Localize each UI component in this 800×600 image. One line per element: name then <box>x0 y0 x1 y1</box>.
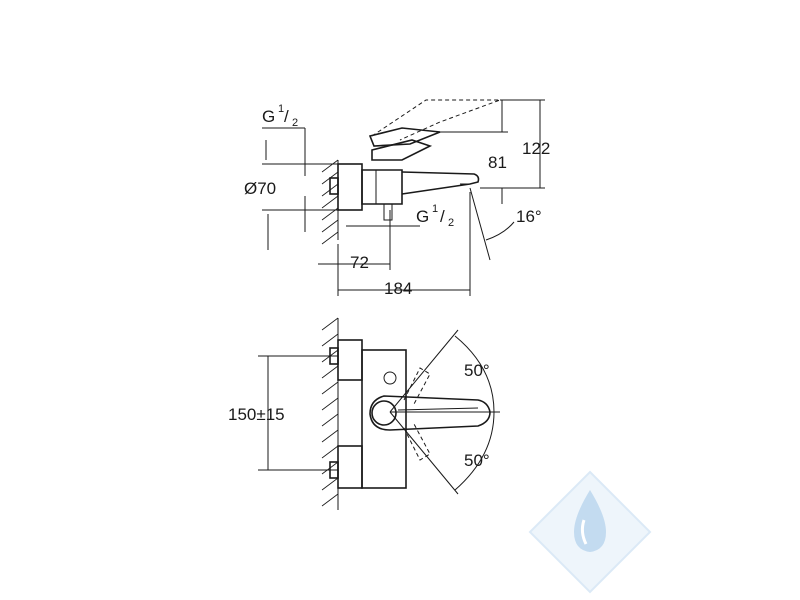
dimension-184: 184 <box>338 192 471 298</box>
angle-lower-label: 50° <box>464 451 490 470</box>
lever <box>371 139 433 161</box>
dimension-122: 122 81 <box>440 99 550 204</box>
dim-72-label: 72 <box>350 253 369 272</box>
thread-bottom-slash: / <box>440 207 445 226</box>
thread-bottom-den: 2 <box>448 217 454 229</box>
lever-handle <box>368 127 441 147</box>
thread-top-slash: / <box>284 107 289 126</box>
thread-top: G 1 / 2 <box>262 103 306 176</box>
diameter-label: Ø70 <box>244 179 276 198</box>
spout <box>401 171 480 195</box>
angle-16-label: 16° <box>516 207 542 226</box>
thread-top-den: 2 <box>292 117 298 129</box>
dimension-diameter: Ø70 <box>244 163 338 250</box>
wall-top <box>321 317 339 510</box>
lever-top <box>369 395 491 431</box>
upper-escutcheon <box>337 339 363 381</box>
diverter-knob <box>383 203 393 221</box>
angle-16: 16° <box>469 187 542 261</box>
diverter-knob-top <box>383 371 397 385</box>
mixer-body-top <box>361 349 407 489</box>
wall-fitting <box>329 177 339 195</box>
wall-side <box>321 159 339 245</box>
mixer-body <box>361 169 403 205</box>
lever-left-outline <box>403 367 431 405</box>
dim-184-label: 184 <box>384 279 412 298</box>
lever-hub <box>371 400 397 426</box>
top-view: 50° 50° 150±15 <box>228 317 500 510</box>
angle-arc <box>454 335 495 491</box>
lever-raised-outline <box>371 99 501 141</box>
side-view: 122 81 G 1 / 2 Ø70 G 1 / 2 <box>244 99 550 298</box>
lever-right-outline <box>403 423 431 461</box>
thread-top-num: 1 <box>278 103 284 115</box>
angle-upper-label: 50° <box>464 361 490 380</box>
lower-escutcheon <box>337 445 363 489</box>
water-drop-diamond-icon <box>528 470 652 594</box>
dim-81-label: 81 <box>488 153 507 172</box>
thread-bottom: G 1 / 2 <box>346 203 454 229</box>
escutcheon <box>337 163 363 211</box>
dim-150-label: 150±15 <box>228 405 285 424</box>
dimension-150: 150±15 <box>228 355 338 471</box>
thread-top-g: G <box>262 107 275 126</box>
dim-122-label: 122 <box>522 139 550 158</box>
dimension-72: 72 <box>318 210 391 296</box>
thread-bottom-num: 1 <box>432 203 438 215</box>
thread-bottom-g: G <box>416 207 429 226</box>
